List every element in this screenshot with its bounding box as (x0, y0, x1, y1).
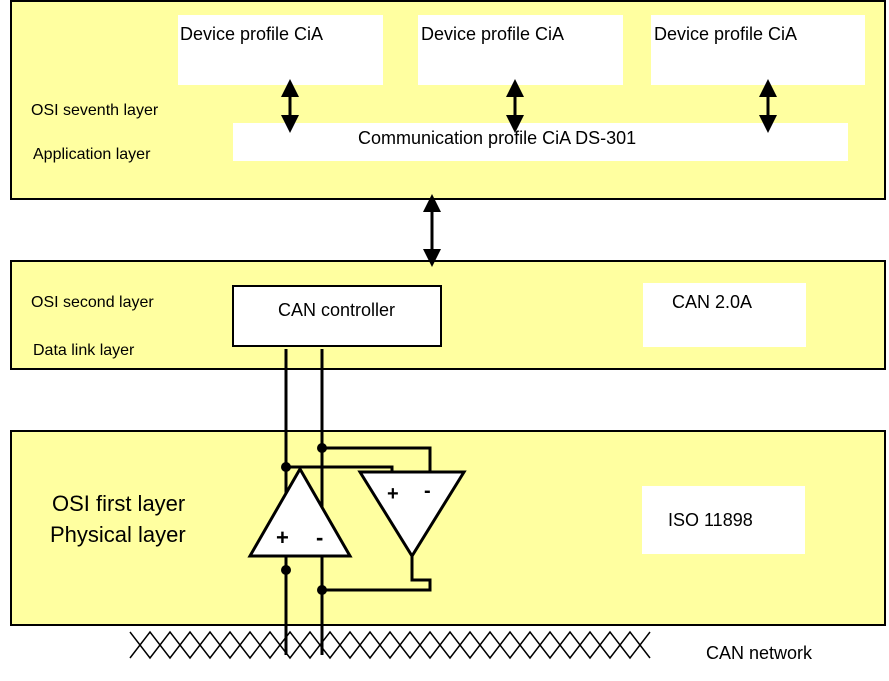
junction-dot (317, 585, 327, 595)
communication-profile-box (233, 123, 848, 161)
rx-wire-top (322, 446, 432, 472)
can-network-label: CAN network (706, 643, 813, 663)
device-profile-label-1: Device profile CiA (180, 24, 324, 44)
osi-first-layer-label: OSI first layer (52, 491, 186, 516)
tx-plus-sign: + (276, 525, 289, 550)
application-layer-label: Application layer (33, 146, 151, 163)
junction-dot (281, 462, 291, 472)
can-standard-box (643, 283, 806, 347)
communication-profile-label: Communication profile CiA DS-301 (358, 128, 637, 148)
junction-dot (281, 565, 291, 575)
iso-standard-label: ISO 11898 (668, 510, 753, 530)
device-profile-label-2: Device profile CiA (421, 24, 565, 44)
physical-layer-label: Physical layer (50, 522, 186, 547)
device-profile-box-1 (178, 15, 383, 85)
tx-amplifier (247, 465, 353, 558)
device-profile-box-3 (651, 15, 865, 85)
rx-amplifier (357, 470, 467, 559)
data-link-layer-label: Data link layer (33, 342, 135, 359)
iso-standard-box (642, 486, 805, 554)
tx-minus-sign: - (316, 525, 323, 550)
rx-wire-out (322, 555, 432, 592)
rx-wire-left (286, 465, 394, 472)
can-controller-label: CAN controller (278, 300, 396, 320)
rx-plus-sign: + (387, 483, 399, 505)
can-network-wire-1 (129, 630, 651, 660)
rx-minus-sign: - (424, 480, 431, 502)
device-profile-box-2 (418, 15, 623, 85)
can-network-wire-2 (129, 630, 651, 660)
osi-seventh-layer-label: OSI seventh layer (31, 102, 159, 119)
can-standard-label: CAN 2.0A (672, 292, 753, 312)
can-controller-box (232, 285, 442, 347)
osi-second-layer-label: OSI second layer (31, 294, 154, 311)
junction-dot (317, 443, 327, 453)
device-profile-label-3: Device profile CiA (654, 24, 798, 44)
